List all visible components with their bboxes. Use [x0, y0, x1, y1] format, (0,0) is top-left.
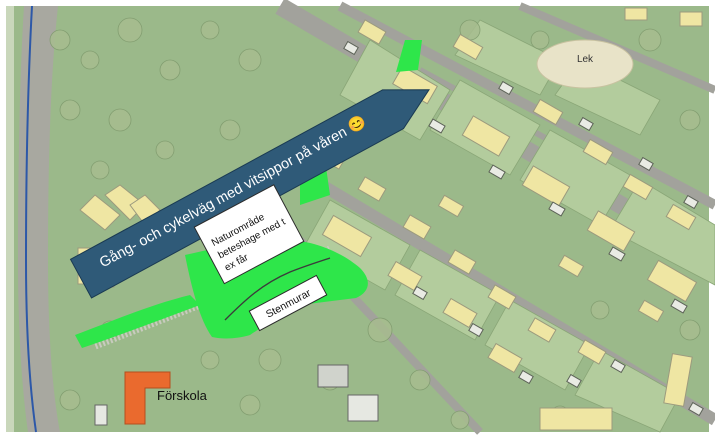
forskola-label: Förskola	[157, 388, 208, 403]
houses	[317, 7, 703, 431]
garages	[343, 40, 704, 417]
arrow-callout	[69, 89, 430, 299]
left-strip	[6, 6, 14, 432]
stone-wall-line	[224, 257, 331, 321]
lek-label: Lek	[577, 54, 594, 65]
service-buildings	[94, 364, 379, 426]
trees	[49, 17, 701, 430]
park-path	[93, 245, 332, 350]
playground-area	[536, 39, 634, 89]
naturomrade-callout	[193, 184, 305, 285]
blue-line-left	[24, 5, 37, 433]
stenmurar-callout	[248, 274, 328, 332]
forskola-building	[124, 371, 171, 425]
street-2	[337, 1, 715, 210]
